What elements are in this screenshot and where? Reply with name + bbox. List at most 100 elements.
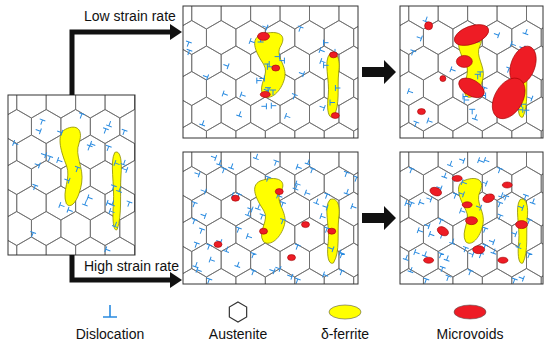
- dislocation-symbol: [246, 205, 253, 212]
- dislocation-symbol: [104, 145, 111, 152]
- austenite-grain: [236, 72, 265, 106]
- austenite-grain: [400, 167, 423, 201]
- arrow-head: [170, 272, 182, 288]
- dislocation-symbol: [279, 218, 286, 225]
- dislocation-symbol: [498, 191, 505, 198]
- dislocation-symbol: [234, 261, 241, 268]
- microvoid: [328, 228, 336, 234]
- austenite-grain: [438, 243, 467, 277]
- austenite-grain: [400, 46, 409, 80]
- austenite-grain: [206, 167, 235, 201]
- panel-ground: [400, 152, 543, 284]
- dislocation-symbol: [523, 28, 530, 35]
- dislocation-symbol: [120, 129, 127, 136]
- austenite-grain: [400, 6, 409, 29]
- austenite-grain: [438, 97, 467, 131]
- dislocation-symbol: [105, 246, 112, 253]
- austenite-grain: [221, 243, 250, 277]
- dislocation-symbol: [320, 213, 327, 220]
- dislocation-symbol: [324, 62, 329, 68]
- austenite-grain: [400, 21, 423, 55]
- austenite-grain: [482, 218, 511, 252]
- dislocation-symbol: [31, 184, 38, 191]
- dislocation-symbol: [222, 91, 229, 98]
- microvoid: [331, 113, 339, 119]
- austenite-grain: [221, 97, 250, 131]
- austenite-grain: [512, 123, 541, 139]
- austenite-grain: [221, 152, 250, 175]
- dislocation-symbol: [13, 140, 20, 147]
- austenite-grain: [8, 95, 17, 118]
- austenite-grain: [324, 167, 353, 201]
- microvoid: [258, 32, 270, 40]
- dislocation-symbol: [222, 62, 229, 69]
- dislocation-symbol: [407, 167, 414, 174]
- dislocation-symbol: [192, 242, 199, 249]
- austenite-grain: [8, 186, 17, 220]
- austenite-grain: [206, 21, 235, 55]
- austenite-grain: [76, 237, 105, 255]
- dislocation-symbol: [466, 269, 473, 276]
- dislocation-symbol: [109, 208, 116, 215]
- dislocation-symbol: [418, 199, 425, 206]
- strain-rate-label: Low strain rate: [84, 8, 176, 24]
- dislocation-symbol: [234, 227, 241, 234]
- panel-ground: [8, 95, 135, 255]
- dislocation-symbol: [450, 66, 457, 73]
- microvoid: [260, 91, 270, 97]
- dislocation-symbol: [481, 227, 488, 234]
- austenite-grain: [206, 123, 235, 139]
- dislocation-symbol: [319, 103, 326, 110]
- dislocation-symbol: [205, 278, 212, 284]
- dislocation-symbol: [330, 100, 335, 106]
- dislocation-symbol: [481, 179, 488, 186]
- dislocation-symbol: [518, 274, 525, 281]
- austenite-grain: [31, 212, 60, 246]
- dislocation-symbol: [121, 159, 128, 166]
- microvoid: [330, 52, 338, 58]
- austenite-grain: [482, 21, 511, 55]
- austenite-grain: [482, 269, 511, 285]
- austenite-grain: [183, 97, 192, 131]
- austenite-grain: [310, 6, 339, 29]
- dislocation-symbol: [324, 40, 329, 46]
- dislocation-symbol: [185, 49, 192, 56]
- legend-swatch: [454, 305, 486, 319]
- dislocation-symbol: [425, 195, 432, 202]
- austenite-grain: [423, 21, 452, 55]
- austenite-grain: [354, 123, 358, 139]
- dislocation-symbol: [472, 113, 479, 120]
- austenite-grain: [400, 269, 423, 285]
- austenite-grain: [400, 72, 423, 106]
- dislocation-symbol: [337, 269, 344, 276]
- delta-ferrite: [459, 178, 484, 243]
- austenite-grain: [192, 243, 221, 277]
- dislocation-symbol: [464, 97, 469, 103]
- dislocation-symbol: [109, 199, 116, 206]
- dislocation-symbol: [496, 201, 503, 208]
- dislocation-symbol: [63, 176, 70, 183]
- austenite-grain: [8, 135, 17, 169]
- dislocation-symbol: [59, 202, 66, 209]
- dislocation-symbol: [475, 74, 481, 79]
- microvoid: [429, 186, 443, 198]
- austenite-grain: [183, 218, 206, 252]
- austenite-grain: [183, 192, 192, 226]
- dislocation-symbol: [193, 261, 200, 268]
- austenite-grain: [400, 218, 423, 252]
- dislocation-symbol: [517, 203, 524, 210]
- austenite-grain: [310, 97, 339, 131]
- dislocation-symbol: [87, 194, 94, 201]
- legend-text: Austenite: [183, 326, 293, 342]
- dislocation-symbol: [261, 23, 268, 30]
- panel-border: [400, 6, 543, 138]
- dislocation-symbol: [409, 50, 416, 57]
- panel-ground: [400, 6, 543, 138]
- austenite-grain: [183, 6, 192, 29]
- dislocation-symbol: [323, 193, 330, 200]
- austenite-grain: [453, 123, 482, 139]
- dislocation-symbol: [447, 160, 454, 167]
- austenite-grain: [295, 218, 324, 252]
- austenite-grain: [105, 95, 134, 118]
- austenite-grain: [183, 72, 206, 106]
